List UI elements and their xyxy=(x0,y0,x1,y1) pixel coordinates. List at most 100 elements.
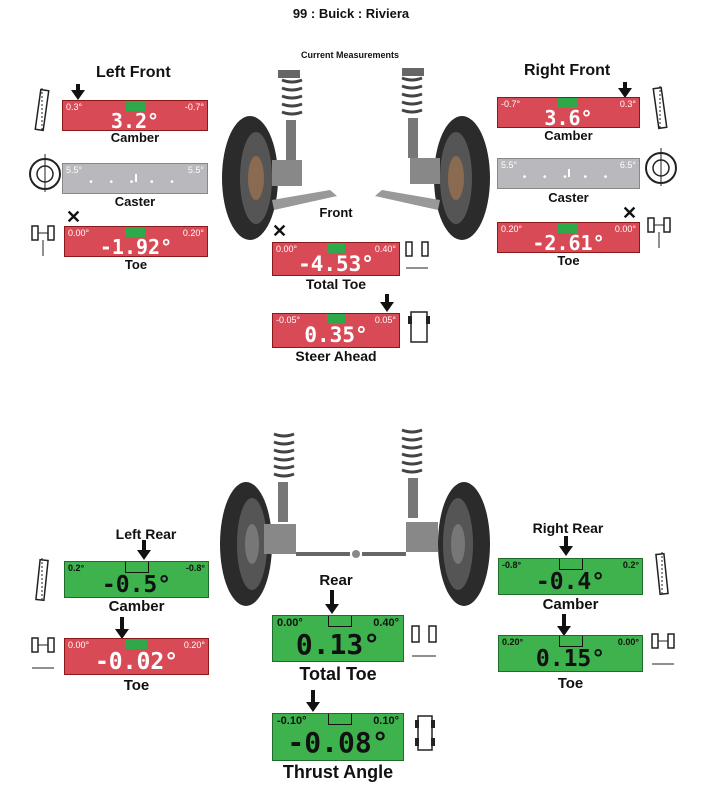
left-rear-toe-max: 0.20° xyxy=(183,640,205,650)
right-front-camber-gauge: -0.7° 0.3° 3.6° xyxy=(497,97,640,128)
right-front-toe-value: -2.61° xyxy=(532,231,605,253)
right-front-camber-max: 0.3° xyxy=(619,99,636,109)
right-rear-camber-max: 0.2° xyxy=(622,560,639,570)
right-rear-toe-label: Toe xyxy=(557,675,584,692)
thrust-angle-label: Thrust Angle xyxy=(282,762,394,782)
rear-left-strut-icon xyxy=(264,432,296,554)
right-rear-camber-label: Camber xyxy=(542,596,599,613)
current-measurements-title: Current Measurements xyxy=(300,50,400,60)
left-rear-camber-max: -0.8° xyxy=(185,563,205,573)
left-front-caster-gauge: 5.5° 5.5° • • • • • xyxy=(62,163,208,194)
total-toe-icon xyxy=(411,625,437,657)
front-right-wheel-icon xyxy=(434,116,490,240)
left-rear-camber-label: Camber xyxy=(108,598,165,615)
camber-icon xyxy=(652,86,668,130)
front-left-strut-icon xyxy=(272,70,303,186)
left-front-toe-gauge: 0.00° 0.20° -1.92° xyxy=(64,226,208,257)
thrust-angle-gauge: -0.10° 0.10° -0.08° xyxy=(272,713,404,761)
left-rear-title: Left Rear xyxy=(115,526,177,542)
right-front-caster-min: 5.5° xyxy=(501,160,518,170)
steer-ahead-value: 0.35° xyxy=(304,323,368,347)
left-rear-toe-gauge: 0.00° 0.20° -0.02° xyxy=(64,638,209,675)
thrust-angle-value: -0.08° xyxy=(287,726,389,759)
front-total-toe-max: 0.40° xyxy=(374,244,396,254)
camber-icon xyxy=(655,552,669,596)
thrust-angle-min: -0.10° xyxy=(277,715,307,727)
left-rear-camber-value: -0.5° xyxy=(101,572,172,598)
left-rear-camber-min: 0.2° xyxy=(68,563,85,573)
left-rear-camber-gauge: 0.2° -0.8° -0.5° xyxy=(64,561,209,598)
front-label: Front xyxy=(319,205,353,220)
left-front-toe-max: 0.20° xyxy=(182,228,204,238)
right-front-caster-gauge: 5.5° 6.5° • • • • • xyxy=(497,158,640,189)
right-rear-toe-gauge: 0.20° 0.00° 0.15° xyxy=(498,635,643,672)
right-front-camber-min: -0.7° xyxy=(501,99,521,109)
rear-total-toe-max: 0.40° xyxy=(373,617,399,629)
steer-ahead-label: Steer Ahead xyxy=(295,348,377,364)
front-total-toe-gauge: 0.00° 0.40° -4.53° xyxy=(272,242,400,276)
left-front-toe-value: -1.92° xyxy=(99,235,173,257)
rear-total-toe-label: Total Toe xyxy=(299,664,377,684)
right-front-toe-out-of-range-icon: ✕ xyxy=(622,203,638,223)
right-rear-title: Right Rear xyxy=(532,520,604,536)
front-suspension-image xyxy=(222,68,490,240)
vehicle-title: 99 : Buick : Riviera xyxy=(292,6,410,21)
caster-icon xyxy=(645,148,677,186)
toe-icon xyxy=(31,225,55,256)
right-front-camber-label: Camber xyxy=(544,128,593,143)
toe-icon xyxy=(651,633,675,665)
right-rear-camber-gauge: -0.8° 0.2° -0.4° xyxy=(498,558,643,595)
toe-icon xyxy=(31,637,55,669)
rear-left-wheel-icon xyxy=(220,482,272,606)
rear-total-toe-min: 0.00° xyxy=(277,617,303,629)
left-front-camber-min: 0.3° xyxy=(66,102,83,112)
front-left-control-arm-icon xyxy=(272,190,337,210)
left-front-caster-label: Caster xyxy=(114,194,156,209)
front-right-control-arm-icon xyxy=(375,190,440,210)
left-front-camber-max: -0.7° xyxy=(184,102,204,112)
rear-total-toe-gauge: 0.00° 0.40° 0.13° xyxy=(272,615,404,662)
rear-total-toe-value: 0.13° xyxy=(295,628,381,661)
steer-ahead-gauge: -0.05° 0.05° 0.35° xyxy=(272,313,400,348)
right-rear-camber-value: -0.4° xyxy=(535,569,606,595)
right-front-toe-gauge: 0.20° 0.00° -2.61° xyxy=(497,222,640,253)
left-front-camber-label: Camber xyxy=(110,130,160,145)
left-front-caster-max: 5.5° xyxy=(187,165,204,175)
front-total-toe-min: 0.00° xyxy=(276,244,298,254)
left-front-toe-out-of-range-icon: ✕ xyxy=(66,207,82,227)
front-right-strut-icon xyxy=(401,68,440,184)
left-front-camber-gauge: 0.3° -0.7° 3.2° xyxy=(62,100,208,131)
left-front-toe-min: 0.00° xyxy=(68,228,90,238)
right-front-camber-value: 3.6° xyxy=(544,106,593,128)
left-front-camber-value: 3.2° xyxy=(110,109,160,131)
left-front-title: Left Front xyxy=(96,64,171,81)
rear-right-strut-icon xyxy=(401,428,438,552)
right-rear-toe-max: 0.00° xyxy=(617,637,639,647)
left-rear-toe-label: Toe xyxy=(123,677,150,694)
thrust-angle-icon xyxy=(415,715,435,751)
rear-label: Rear xyxy=(319,572,353,589)
right-front-toe-label: Toe xyxy=(557,253,580,268)
left-front-toe-label: Toe xyxy=(124,257,148,272)
rear-right-wheel-icon xyxy=(438,482,490,606)
right-front-caster-max: 6.5° xyxy=(619,160,636,170)
right-rear-camber-min: -0.8° xyxy=(502,560,522,570)
steer-ahead-max: 0.05° xyxy=(374,315,396,325)
camber-icon xyxy=(35,558,49,602)
right-rear-toe-min: 0.20° xyxy=(502,637,524,647)
thrust-angle-max: 0.10° xyxy=(373,715,399,727)
rear-suspension-image xyxy=(220,428,490,606)
front-left-wheel-icon xyxy=(222,116,278,240)
right-front-caster-label: Caster xyxy=(548,190,589,205)
left-front-caster-min: 5.5° xyxy=(66,165,83,175)
toe-icon xyxy=(647,217,671,248)
camber-icon xyxy=(34,88,50,132)
left-rear-toe-value: -0.02° xyxy=(94,649,179,675)
right-front-toe-min: 0.20° xyxy=(501,224,523,234)
right-front-title: Right Front xyxy=(524,62,611,79)
steer-ahead-icon xyxy=(408,311,430,343)
total-toe-icon xyxy=(405,241,429,269)
left-rear-toe-min: 0.00° xyxy=(68,640,90,650)
steer-ahead-min: -0.05° xyxy=(276,315,301,325)
right-front-toe-max: 0.00° xyxy=(614,224,636,234)
